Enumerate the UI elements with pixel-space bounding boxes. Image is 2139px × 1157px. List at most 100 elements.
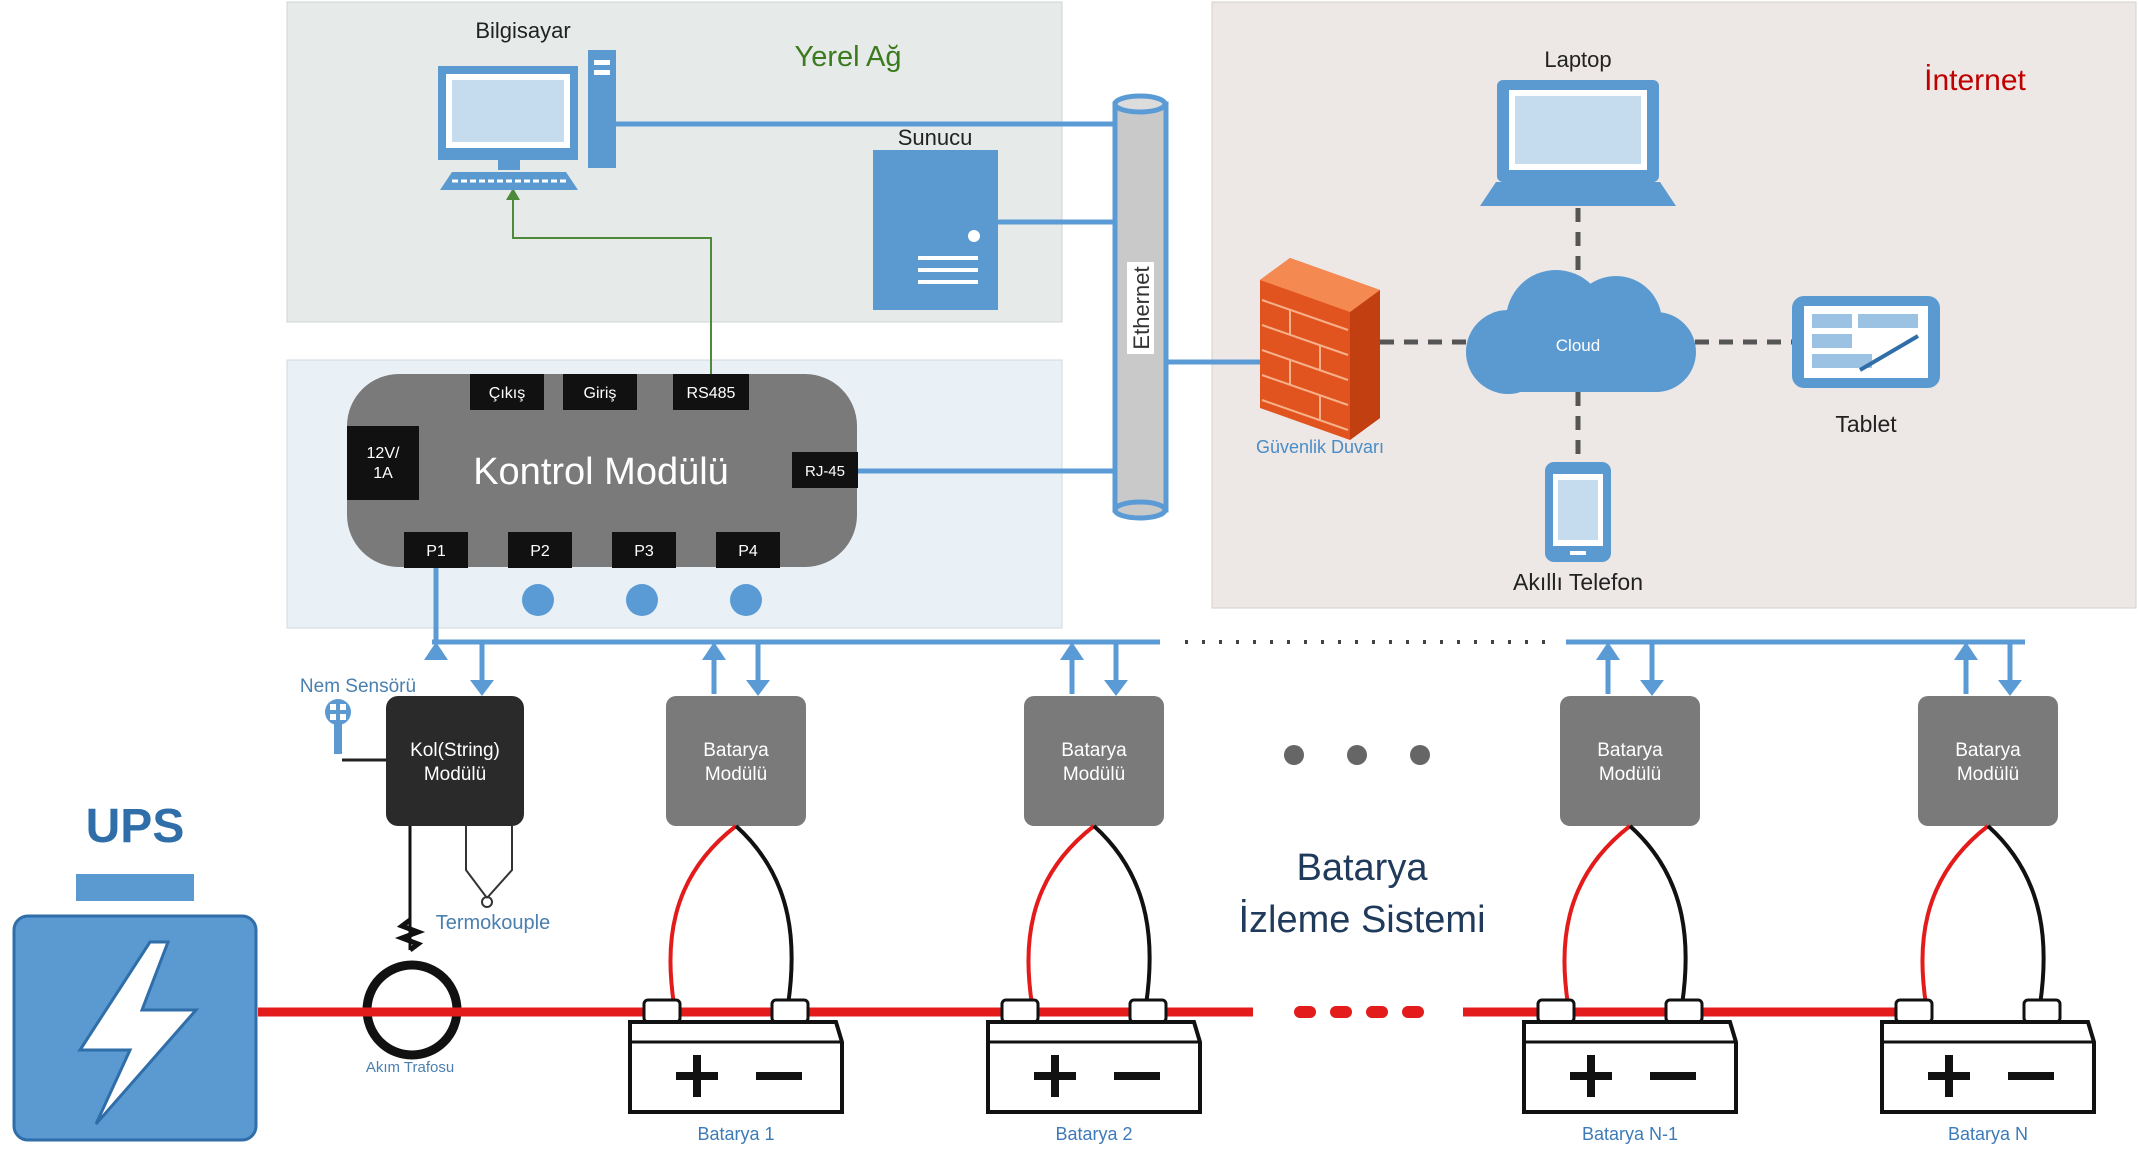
ethernet-label: Ethernet bbox=[1129, 266, 1154, 349]
bus-down-arrowhead bbox=[1104, 680, 1128, 696]
bus-arrow-pair bbox=[702, 642, 770, 696]
black-cable bbox=[1092, 824, 1152, 1006]
plus-icon bbox=[1034, 1055, 1076, 1097]
bus-down-arrowhead bbox=[1998, 680, 2022, 696]
string-module-label-2: Modülü bbox=[424, 764, 486, 785]
bus-up-arrowhead bbox=[1954, 642, 1978, 660]
port-p2-label: P2 bbox=[530, 543, 550, 560]
battery-module-label-2: Modülü bbox=[1063, 764, 1125, 785]
battery-module-label-2: Modülü bbox=[1957, 764, 2019, 785]
control-module-title: Kontrol Modülü bbox=[473, 451, 729, 493]
port-p3 bbox=[612, 532, 676, 568]
output-port bbox=[470, 374, 544, 410]
laptop-label: Laptop bbox=[1544, 47, 1611, 72]
current-transformer-label: Akım Trafosu bbox=[366, 1059, 454, 1076]
rs485-link bbox=[512, 194, 712, 378]
battery-module bbox=[1560, 696, 1700, 826]
battery-label: Batarya 1 bbox=[697, 1124, 774, 1144]
battery-module bbox=[666, 696, 806, 826]
humidity-sensor-label: Nem Sensörü bbox=[300, 676, 416, 697]
battery-module-label-2: Modülü bbox=[1599, 764, 1661, 785]
ellipsis-dot-3 bbox=[1410, 745, 1430, 765]
current-transformer-icon bbox=[362, 826, 462, 1060]
bus-up-arrowhead bbox=[702, 642, 726, 660]
battery-terminal-positive bbox=[1894, 998, 1934, 1024]
ellipsis-dot-1 bbox=[1284, 745, 1304, 765]
port-p1-label: P1 bbox=[426, 543, 446, 560]
bus-arrow-pair bbox=[1954, 642, 2022, 696]
black-cable bbox=[1986, 824, 2046, 1006]
battery-label: Batarya 2 bbox=[1055, 1124, 1132, 1144]
bus-down-arrowhead bbox=[470, 680, 494, 696]
thermocouple-icon bbox=[465, 826, 513, 908]
laptop-icon bbox=[1480, 80, 1676, 206]
rs485-arrowhead bbox=[506, 188, 520, 200]
battery-icon bbox=[1522, 1020, 1738, 1114]
string-module-label-1: Kol(String) bbox=[410, 740, 500, 761]
port-p3-indicator bbox=[626, 584, 658, 616]
battery-label: Batarya N-1 bbox=[1582, 1124, 1678, 1144]
rs485-port-label: RS485 bbox=[687, 385, 736, 402]
plus-icon bbox=[1570, 1055, 1612, 1097]
smartphone-label: Akıllı Telefon bbox=[1513, 569, 1643, 595]
red-cable bbox=[668, 824, 738, 1006]
port-p3-label: P3 bbox=[634, 543, 654, 560]
bus-down-arrowhead bbox=[746, 680, 770, 696]
battery-icon bbox=[1880, 1020, 2096, 1114]
battery-module bbox=[1918, 696, 2058, 826]
tablet-label: Tablet bbox=[1835, 411, 1897, 437]
local-network-title: Yerel Ağ bbox=[795, 41, 902, 73]
plus-icon bbox=[676, 1055, 718, 1097]
battery-terminal-negative bbox=[1664, 998, 1704, 1024]
output-port-label: Çıkış bbox=[489, 385, 525, 402]
red-cable bbox=[1562, 824, 1632, 1006]
bus-arrow-pair bbox=[424, 642, 494, 696]
port-p4 bbox=[716, 532, 780, 568]
battery-terminal-positive bbox=[1000, 998, 1040, 1024]
rj45-port bbox=[792, 452, 858, 488]
computer-icon bbox=[438, 50, 616, 190]
battery-module-label-1: Batarya bbox=[1597, 740, 1663, 761]
battery-icon bbox=[628, 1020, 844, 1114]
port-p1 bbox=[404, 532, 468, 568]
battery-module-label-1: Batarya bbox=[703, 740, 769, 761]
bus-down-arrowhead bbox=[1640, 680, 1664, 696]
input-port bbox=[563, 374, 637, 410]
control-module-body bbox=[347, 374, 857, 567]
rj45-port-label: RJ-45 bbox=[805, 463, 845, 480]
port-p4-label: P4 bbox=[738, 543, 758, 560]
battery-module-label-1: Batarya bbox=[1061, 740, 1127, 761]
battery-label: Batarya N bbox=[1948, 1124, 2028, 1144]
ethernet-bus: Ethernet bbox=[1112, 93, 1169, 521]
battery-icon bbox=[986, 1020, 1202, 1114]
port-p2 bbox=[508, 532, 572, 568]
thermocouple-label: Termokouple bbox=[436, 912, 551, 934]
string-module bbox=[386, 696, 524, 826]
port-p4-indicator bbox=[730, 584, 762, 616]
battery-module bbox=[1024, 696, 1164, 826]
port-p2-indicator bbox=[522, 584, 554, 616]
ups-label: UPS bbox=[86, 800, 185, 853]
cloud-icon bbox=[1466, 270, 1696, 394]
battery-terminal-negative bbox=[770, 998, 810, 1024]
lightning-icon bbox=[77, 940, 200, 1125]
battery-terminal-positive bbox=[642, 998, 682, 1024]
bus-up-arrowhead bbox=[1060, 642, 1084, 660]
system-title-line-2: İzleme Sistemi bbox=[1238, 898, 1485, 941]
bus-up-arrowhead bbox=[424, 642, 448, 660]
ups-terminal bbox=[76, 874, 194, 901]
black-cable bbox=[1628, 824, 1688, 1006]
bus-arrow-pair bbox=[1060, 642, 1128, 696]
power-port bbox=[347, 426, 419, 500]
internet-title: İnternet bbox=[1924, 64, 2026, 97]
power-port-label-2: 1A bbox=[373, 465, 393, 482]
server-label: Sunucu bbox=[898, 125, 973, 150]
battery-module-label-1: Batarya bbox=[1955, 740, 2021, 761]
server-icon bbox=[873, 150, 998, 310]
power-port-label-1: 12V/ bbox=[367, 445, 400, 462]
rs485-port bbox=[673, 374, 749, 410]
battery-module-label-2: Modülü bbox=[705, 764, 767, 785]
